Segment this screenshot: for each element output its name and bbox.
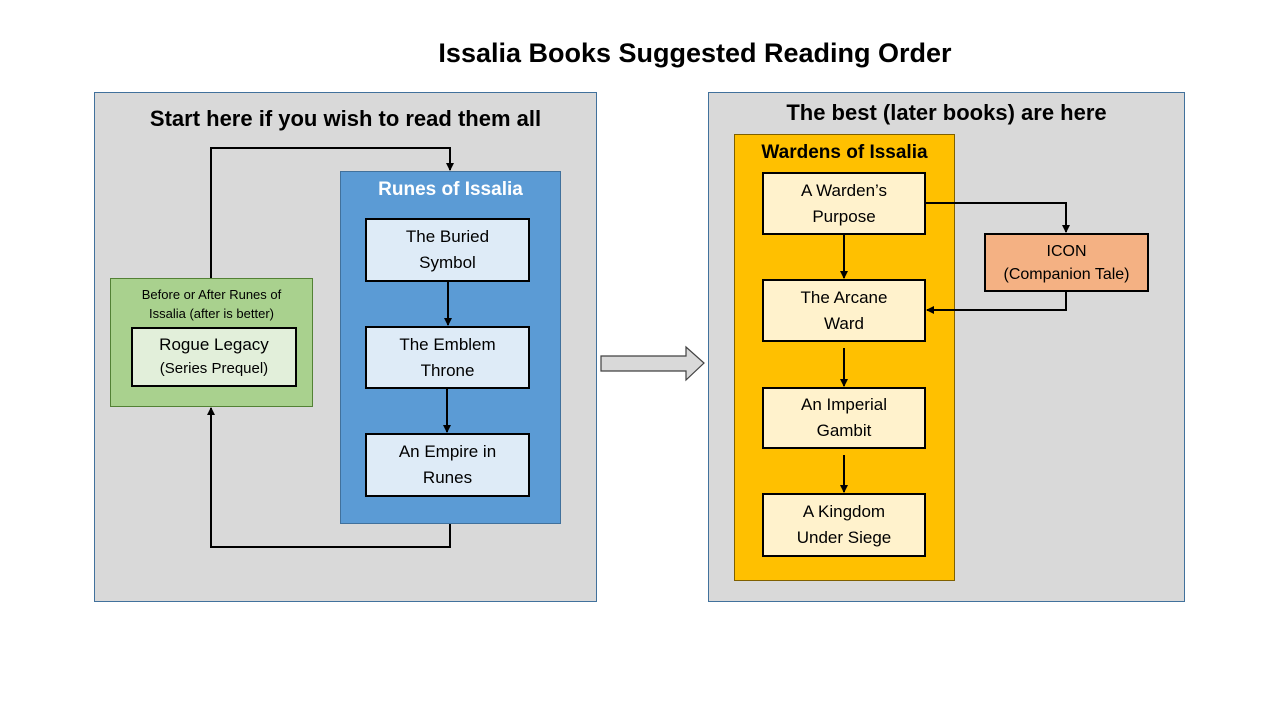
book-title-line: The Buried (405, 227, 490, 246)
book-title-line: A Warden’s (801, 180, 887, 200)
book-title-line: Gambit (816, 421, 872, 440)
book-title-line: The Emblem (399, 334, 496, 354)
book-title-line: Ward (823, 313, 864, 333)
book-title-line: Throne (420, 360, 475, 380)
block-arrow-right-icon (600, 345, 705, 382)
book-title-line: Rogue Legacy (159, 335, 269, 354)
book-title-line: ICON (1046, 242, 1087, 260)
wardens-group-title: Wardens of Issalia (761, 142, 928, 163)
book-subtitle-line: (Companion Tale) (1003, 265, 1130, 283)
book-title-line: An Imperial (801, 395, 887, 414)
book-subtitle-line: (Series Prequel) (159, 360, 269, 377)
left-panel-heading: Start here if you wish to read them all (149, 106, 542, 131)
book-title-line: Under Siege (796, 528, 892, 547)
book-title-line: Purpose (812, 206, 876, 226)
prequel-note-line: Issalia (after is better) (149, 306, 274, 321)
right-panel-heading: The best (later books) are here (786, 100, 1107, 125)
book-title-line: The Arcane (800, 287, 888, 307)
book-title-line: A Kingdom (802, 502, 886, 521)
book-title-line: Symbol (419, 253, 476, 272)
book-rogue-legacy: Rogue Legacy (Series Prequel) (131, 327, 297, 387)
runes-group-title: Runes of Issalia (378, 179, 523, 200)
page-title: Issalia Books Suggested Reading Order (438, 38, 952, 68)
prequel-note: Before or After Runes of Issalia (after … (110, 285, 313, 323)
book-title-line: Runes (422, 468, 473, 487)
book-title-line: An Empire in (398, 442, 497, 461)
prequel-note-line: Before or After Runes of (141, 287, 282, 302)
book-an-empire-in-runes: An Empire in Runes (365, 433, 530, 497)
book-icon-companion-tale: ICON (Companion Tale) (984, 233, 1149, 292)
